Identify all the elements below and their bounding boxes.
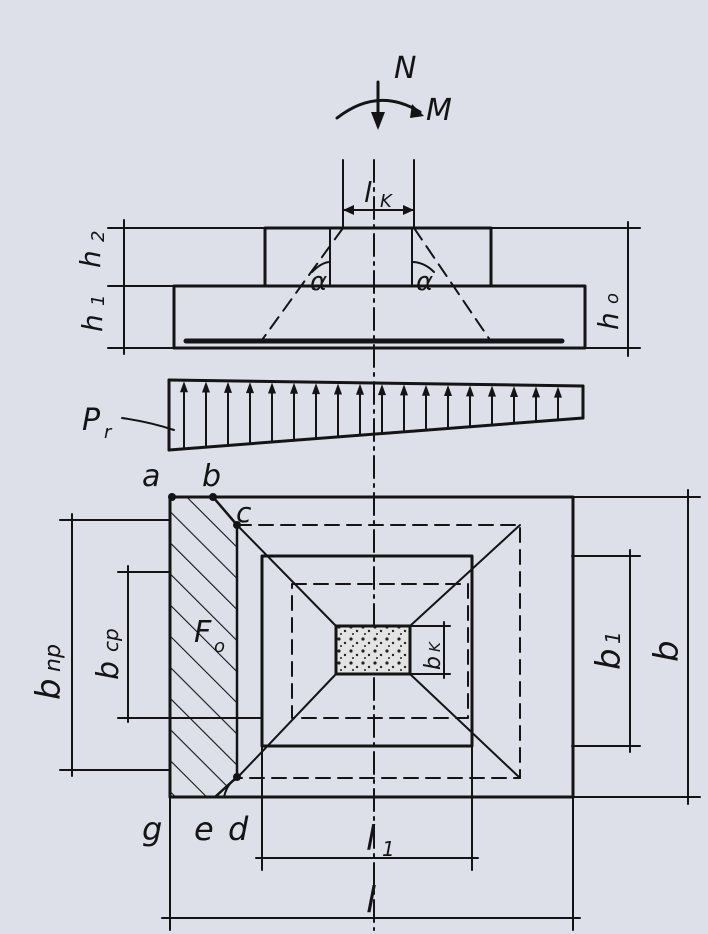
pressure-arrowhead: [224, 381, 232, 393]
column-section: [334, 624, 412, 676]
label-bcp: b: [91, 661, 126, 680]
pressure-arrowhead: [510, 386, 518, 397]
pressure-arrowhead: [202, 381, 210, 393]
pressure-arrowhead: [312, 383, 320, 395]
label-bk-sub: K: [426, 641, 444, 652]
label-M: M: [426, 93, 452, 128]
label-pr: P: [82, 403, 101, 438]
diag-bl: [236, 673, 337, 779]
label-g: g: [142, 810, 162, 848]
pressure-arrowhead: [356, 383, 364, 395]
pressure-arrowhead: [554, 386, 562, 398]
pressure-arrowhead: [246, 382, 254, 394]
label-b: b: [202, 459, 221, 494]
label-d: d: [228, 810, 249, 848]
pr-leader: [121, 417, 175, 431]
pressure-arrowhead: [444, 385, 452, 397]
label-h2: h: [74, 250, 107, 268]
pressure-arrows: [180, 381, 562, 449]
label-e: e: [194, 810, 214, 848]
label-h0-sub: o: [602, 293, 623, 304]
diag-tl: [236, 524, 337, 627]
label-bk: b: [421, 656, 446, 670]
label-bnp-sub: np: [41, 644, 66, 672]
dim-lk-arrow-right: [403, 205, 414, 215]
label-pr-sub: r: [104, 422, 113, 443]
diag-tr: [409, 524, 521, 627]
plan-view: a b c g e d F o b K b np b cp b 1 b: [29, 459, 701, 931]
diag-br: [409, 673, 521, 779]
label-l1-sub: 1: [382, 837, 395, 861]
label-l: l: [366, 880, 376, 921]
foundation-outline: [168, 495, 575, 799]
label-b1-sub: 1: [601, 631, 625, 644]
label-Fo-sub: o: [214, 636, 225, 657]
load-group: N M: [335, 51, 452, 130]
pressure-arrowhead: [400, 384, 408, 396]
label-a: a: [142, 459, 160, 494]
point-c: [233, 521, 241, 529]
pressure-arrowhead: [466, 385, 474, 397]
pressure-arrowhead: [268, 382, 276, 394]
pressure-arrowhead: [532, 386, 540, 398]
angle-mark-d: [223, 777, 241, 798]
label-c: c: [236, 496, 252, 529]
alpha-arc-right: [411, 261, 435, 273]
label-alpha-right: α: [416, 267, 433, 297]
label-bcp-sub: cp: [99, 628, 123, 652]
elevation-view: l K α α h 2 h 1 h o: [74, 159, 641, 931]
label-h2-sub: 2: [88, 231, 109, 242]
label-h0: h: [592, 312, 625, 330]
upper-step-outline: [260, 554, 474, 748]
punching-perimeter: [236, 524, 521, 779]
label-lk-sub: K: [380, 191, 393, 212]
point-b: [209, 493, 217, 501]
base-slab: [172, 284, 587, 350]
alpha-arc-left: [311, 261, 331, 273]
pressure-arrowhead: [422, 384, 430, 396]
label-N: N: [394, 51, 416, 86]
pressure-arrowhead: [378, 384, 386, 396]
pressure-arrowhead: [180, 381, 188, 393]
label-l1: l: [366, 819, 376, 859]
pressure-diagram: P r: [82, 378, 585, 452]
label-bnp: b: [29, 678, 69, 700]
pressure-arrowhead: [488, 385, 496, 397]
pressure-arrowhead: [334, 383, 342, 395]
label-h1-sub: 1: [88, 295, 109, 306]
label-Fo: F: [194, 615, 212, 650]
point-a: [168, 493, 176, 501]
label-h1: h: [76, 314, 109, 332]
axial-force-arrowhead: [371, 112, 385, 130]
label-alpha-left: α: [310, 267, 327, 297]
dim-lk-arrow-left: [343, 205, 354, 215]
punching-line-right: [413, 227, 491, 341]
pressure-top-line: [167, 378, 585, 388]
moment-arrowhead: [410, 104, 424, 118]
label-lk: l: [364, 176, 372, 209]
label-b1: b: [589, 648, 629, 670]
inner-dashed-outline: [291, 583, 469, 719]
pressure-arrowhead: [290, 382, 298, 394]
label-b: b: [647, 640, 687, 662]
